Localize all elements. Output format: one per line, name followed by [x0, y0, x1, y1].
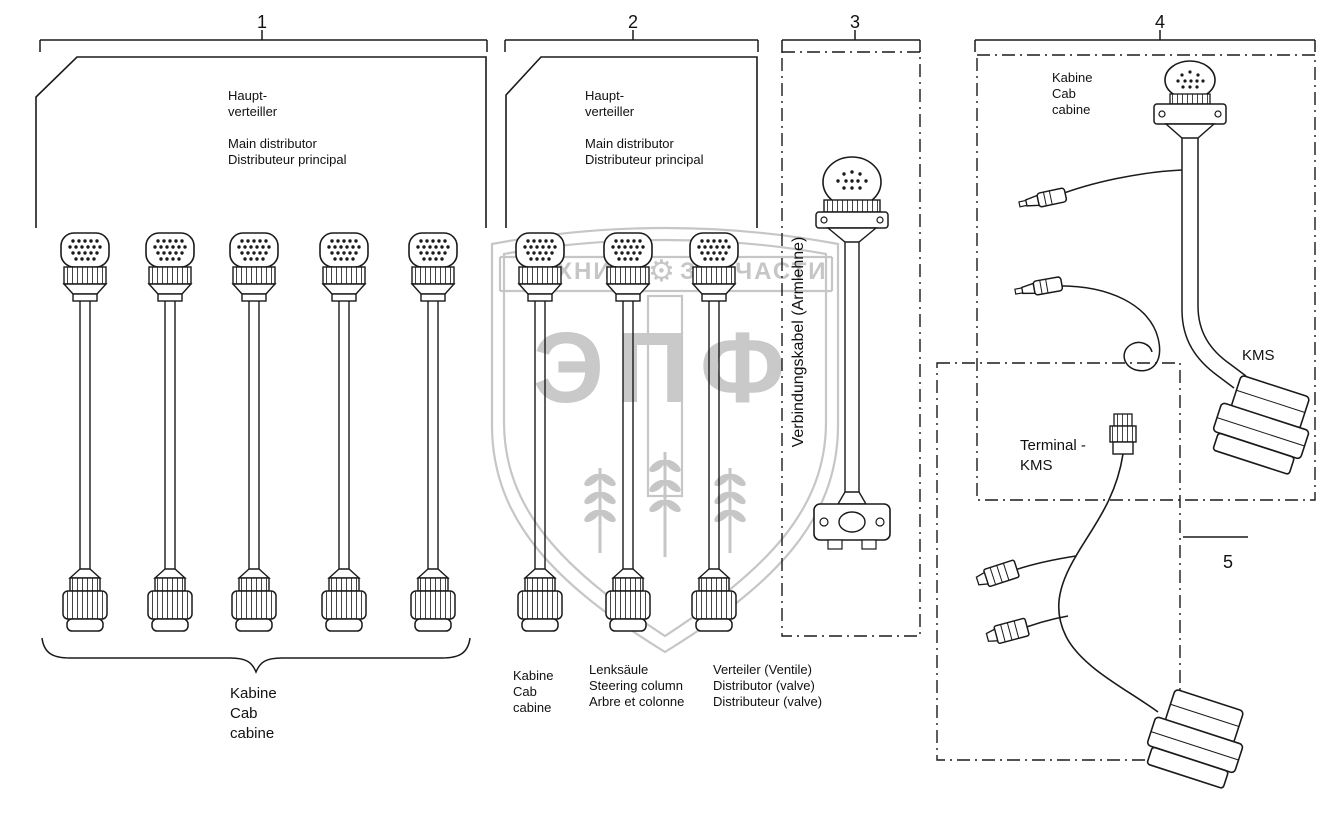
- callout-number-5: 5: [1222, 552, 1233, 572]
- item-box-4: [976, 54, 1316, 501]
- callout-bracket-1: [39, 30, 488, 52]
- section1-cab-note: Kabine Cab cabine: [230, 685, 277, 742]
- callout-bracket-2: [504, 30, 759, 52]
- armrest-cable: [813, 156, 891, 550]
- callout-bracket-3: [781, 30, 921, 52]
- spade-plug-1: [1017, 186, 1068, 212]
- kms-label: KMS: [1242, 347, 1275, 364]
- cable-2-3: [689, 232, 739, 632]
- callout-number-3: 3: [849, 12, 860, 32]
- spade-plug-2: [1013, 275, 1064, 300]
- section3-connector-note: Verbindungskabel (Armlehne): [790, 236, 807, 448]
- terminal-kms-label: Terminal - KMS: [1020, 437, 1086, 474]
- section2-distributor-note: Haupt- verteiller Main distributor Distr…: [585, 88, 704, 167]
- section2-valve-note: Verteiler (Ventile) Distributor (valve) …: [713, 662, 823, 709]
- cable-1-5: [408, 232, 458, 632]
- item-box-3: [781, 51, 921, 637]
- callout-number-2: 2: [627, 12, 638, 32]
- kms-harness: [1013, 60, 1321, 478]
- distributor-box-2: [505, 56, 758, 228]
- rj-plug-2: [984, 617, 1031, 647]
- item-box-5: [936, 362, 1181, 761]
- distributor-box-1: [35, 56, 487, 228]
- watermark-monogram: ЭПФ: [532, 312, 798, 424]
- cable-2-2: [603, 232, 653, 632]
- cable-group-2: [515, 232, 739, 632]
- terminal-kms-module: [1140, 685, 1255, 792]
- section1-distributor-note: Haupt- verteiller Main distributor Distr…: [228, 88, 347, 167]
- group-brace-1: [41, 637, 471, 675]
- kms-module: [1206, 371, 1321, 478]
- callout-bracket-4: [974, 30, 1316, 52]
- gear-icon: ⚙: [648, 255, 675, 288]
- watermark-wheat: [584, 452, 746, 557]
- section4-cab-note: Kabine Cab cabine: [1052, 70, 1093, 117]
- terminal-kms-cable: [974, 413, 1255, 792]
- section2-cab-note: Kabine Cab cabine: [513, 668, 554, 715]
- cable-1-3: [229, 232, 279, 632]
- callout-number-1: 1: [256, 12, 267, 32]
- cable-1-2: [145, 232, 195, 632]
- callout-number-4: 4: [1154, 12, 1165, 32]
- rj-plug-1: [974, 559, 1021, 591]
- section2-steering-note: Lenksäule Steering column Arbre et colon…: [589, 662, 685, 709]
- cable-group-1: [60, 232, 458, 632]
- cable-1-4: [319, 232, 369, 632]
- cable-2-1: [515, 232, 565, 632]
- cable-1-1: [60, 232, 110, 632]
